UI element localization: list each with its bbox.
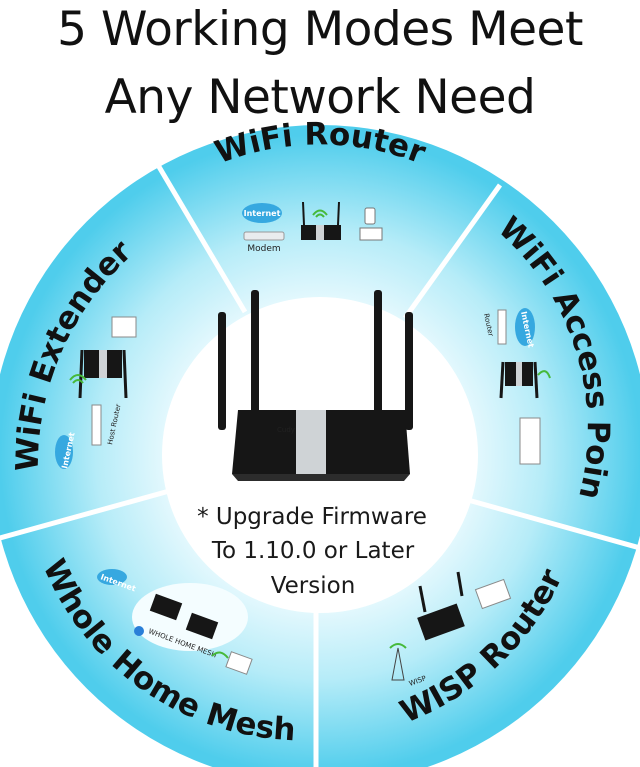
- router-antenna: [374, 290, 382, 416]
- wifi-signal-icon: [312, 209, 328, 218]
- cloud-icon: [97, 569, 127, 585]
- wifi-signal-icon: [389, 643, 407, 649]
- headline-line-1: 5 Working Modes Meet: [57, 2, 583, 57]
- firmware-note-line-3: Version: [271, 573, 356, 599]
- router-antenna: [251, 290, 259, 416]
- router-antenna: [218, 312, 226, 430]
- host-router-icon: [91, 404, 102, 446]
- mesh-router-icon: [149, 593, 183, 621]
- wisp-tower-icon: [391, 647, 405, 681]
- cloud-icon: [515, 308, 535, 346]
- whole-home-mesh-illustration: Internet WHOLE HOME MESH: [97, 569, 253, 675]
- cloud-icon: [242, 203, 282, 223]
- modem-caption: Modem: [247, 244, 280, 254]
- laptop-icon: [359, 227, 383, 241]
- mesh-badge-background: [132, 583, 248, 651]
- wifi-router-illustration: Internet Modem: [242, 201, 383, 254]
- headline-line-2: Any Network Need: [104, 70, 536, 125]
- router-antenna: [405, 312, 413, 430]
- wifi-signal-icon: [211, 651, 229, 659]
- phone-icon: [364, 207, 376, 225]
- router-base-shadow: [232, 474, 410, 481]
- wisp-router-illustration: WISP: [389, 571, 512, 688]
- firmware-note-line-1: * Upgrade Firmware: [197, 504, 427, 530]
- segment-dividers: [0, 158, 640, 767]
- laptop-icon: [519, 417, 541, 465]
- desktop-icon: [111, 316, 137, 338]
- wifi-signal-icon: [69, 374, 87, 384]
- wifi-access-point-illustration: Internet Router: [482, 308, 551, 465]
- cloud-icon: [55, 435, 73, 469]
- mesh-router-icon: [185, 612, 219, 640]
- router-image: Cudy: [218, 290, 413, 481]
- modem-icon: [243, 231, 285, 241]
- cloud-label: Internet: [244, 209, 281, 218]
- firmware-note-line-2: To 1.10.0 or Later: [211, 538, 415, 564]
- router-icon-panel: [316, 225, 324, 240]
- laptop-icon: [225, 651, 253, 675]
- wifi-signal-icon: [537, 370, 551, 379]
- router-brand-label: Cudy: [277, 426, 295, 434]
- upstream-router-icon: [497, 309, 507, 345]
- router-silver-panel: [296, 410, 326, 474]
- mesh-logo-icon: [134, 626, 144, 636]
- wisp-router-icon: [417, 603, 465, 641]
- laptop-icon: [474, 578, 512, 610]
